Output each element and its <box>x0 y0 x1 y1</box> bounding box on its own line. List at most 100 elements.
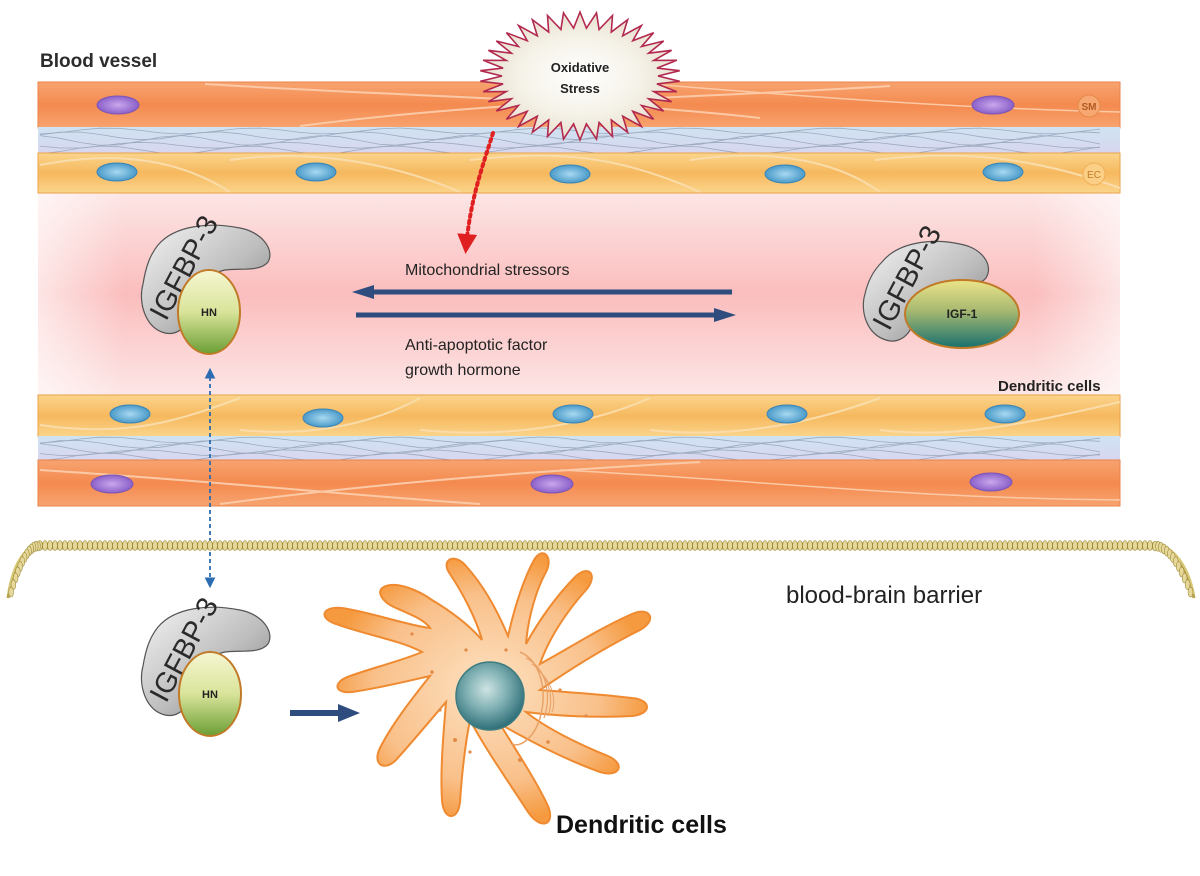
bbb-lipid-bead <box>472 540 478 551</box>
bbb-lipid-bead <box>1047 540 1053 551</box>
bbb-lipid-bead <box>797 540 803 551</box>
bbb-lipid-bead <box>352 540 358 551</box>
bbb-lipid-bead <box>57 540 63 551</box>
bbb-lipid-bead <box>1127 540 1133 551</box>
bbb-lipid-bead <box>217 540 223 551</box>
bbb-lipid-bead <box>1062 540 1068 551</box>
bbb-lipid-bead <box>82 540 88 551</box>
bbb-lipid-bead <box>847 540 853 551</box>
mitochondrial-stressors-arrow-icon <box>352 285 732 299</box>
bbb-lipid-bead <box>657 540 663 551</box>
bbb-lipid-bead <box>507 540 513 551</box>
bbb-lipid-bead <box>187 540 193 551</box>
bbb-lipid-bead <box>772 540 778 551</box>
bbb-lipid-bead <box>492 540 498 551</box>
bbb-lipid-bead <box>682 540 688 551</box>
blood-vessel-title: Blood vessel <box>40 51 157 72</box>
bbb-lipid-bead <box>547 540 553 551</box>
bbb-lipid-bead <box>932 540 938 551</box>
bbb-lipid-bead <box>452 540 458 551</box>
bbb-lipid-bead <box>1042 540 1048 551</box>
bbb-lipid-bead <box>857 540 863 551</box>
bbb-lipid-bead <box>887 540 893 551</box>
bbb-lipid-bead <box>1057 540 1063 551</box>
sm-nucleus <box>971 95 1015 115</box>
bbb-lipid-bead <box>1052 540 1058 551</box>
bbb-lipid-bead <box>912 540 918 551</box>
bbb-lipid-bead <box>562 540 568 551</box>
bbb-lipid-bead <box>687 540 693 551</box>
bbb-lipid-bead <box>592 540 598 551</box>
bbb-lipid-bead <box>337 540 343 551</box>
bbb-lipid-bead <box>577 540 583 551</box>
bbb-lipid-bead <box>877 540 883 551</box>
bbb-lipid-bead <box>652 540 658 551</box>
dendritic-cells-label-large: Dendritic cells <box>556 811 727 839</box>
bbb-lipid-bead <box>227 540 233 551</box>
bbb-lipid-bead <box>497 540 503 551</box>
bbb-lipid-bead <box>482 540 488 551</box>
bbb-lipid-bead <box>287 540 293 551</box>
bbb-lipid-bead <box>637 540 643 551</box>
bbb-lipid-bead <box>1137 540 1143 551</box>
anti-apoptotic-label-line2: growth hormone <box>405 362 521 379</box>
bbb-lipid-bead <box>597 540 603 551</box>
bbb-lipid-bead <box>467 540 473 551</box>
bbb-lipid-bead <box>292 540 298 551</box>
bbb-lipid-bead <box>697 540 703 551</box>
dendritic-cell-nucleus <box>455 661 525 731</box>
bbb-lipid-bead <box>617 540 623 551</box>
matrix-fiber <box>39 135 1101 146</box>
hn-label: HN <box>202 689 218 701</box>
bbb-lipid-bead <box>632 540 638 551</box>
bbb-lipid-bead <box>417 540 423 551</box>
bbb-lipid-bead <box>377 540 383 551</box>
bbb-lipid-bead <box>552 540 558 551</box>
bbb-lipid-bead <box>917 540 923 551</box>
bbb-lipid-bead <box>392 540 398 551</box>
ec-label-badge: EC <box>1082 162 1106 186</box>
bbb-lipid-bead <box>1022 540 1028 551</box>
bbb-lipid-bead <box>402 540 408 551</box>
bbb-lipid-bead <box>97 540 103 551</box>
bbb-lipid-bead <box>927 540 933 551</box>
bbb-lipid-bead <box>667 540 673 551</box>
igf1-molecule <box>904 279 1020 349</box>
matrix-fiber <box>39 436 1101 444</box>
matrix-fiber <box>39 439 1101 449</box>
bbb-lipid-bead <box>397 540 403 551</box>
bbb-lipid-bead <box>112 540 118 551</box>
bbb-lipid-bead <box>957 540 963 551</box>
bbb-lipid-bead <box>722 540 728 551</box>
bbb-lipid-bead <box>1067 540 1073 551</box>
bbb-lipid-bead <box>117 540 123 551</box>
bbb-lipid-bead <box>142 540 148 551</box>
bbb-lipid-bead <box>817 540 823 551</box>
hn-molecule <box>178 651 242 737</box>
bbb-lipid-bead <box>977 540 983 551</box>
growth-factor-arrow-icon <box>356 308 736 322</box>
bbb-lipid-bead <box>1002 540 1008 551</box>
ec-nucleus <box>302 408 344 428</box>
bbb-lipid-bead <box>892 540 898 551</box>
bbb-lipid-bead <box>247 540 253 551</box>
bbb-lipid-bead <box>862 540 868 551</box>
bbb-lipid-bead <box>172 540 178 551</box>
bbb-lipid-bead <box>1142 540 1148 551</box>
bbb-lipid-bead <box>832 540 838 551</box>
bbb-lipid-bead <box>137 540 143 551</box>
bbb-lipid-bead <box>327 540 333 551</box>
bbb-lipid-bead <box>602 540 608 551</box>
blood-brain-barrier-membrane-icon <box>6 540 1196 599</box>
matrix-band-bottom <box>38 436 1120 462</box>
oxidative-stress-line2: Stress <box>560 81 600 96</box>
bbb-lipid-bead <box>87 540 93 551</box>
bbb-lipid-bead <box>742 540 748 551</box>
hn-label: HN <box>201 307 217 319</box>
bbb-lipid-bead <box>787 540 793 551</box>
ec-nucleus <box>982 162 1024 182</box>
sm-nucleus <box>530 474 574 494</box>
matrix-fiber <box>39 145 1101 155</box>
